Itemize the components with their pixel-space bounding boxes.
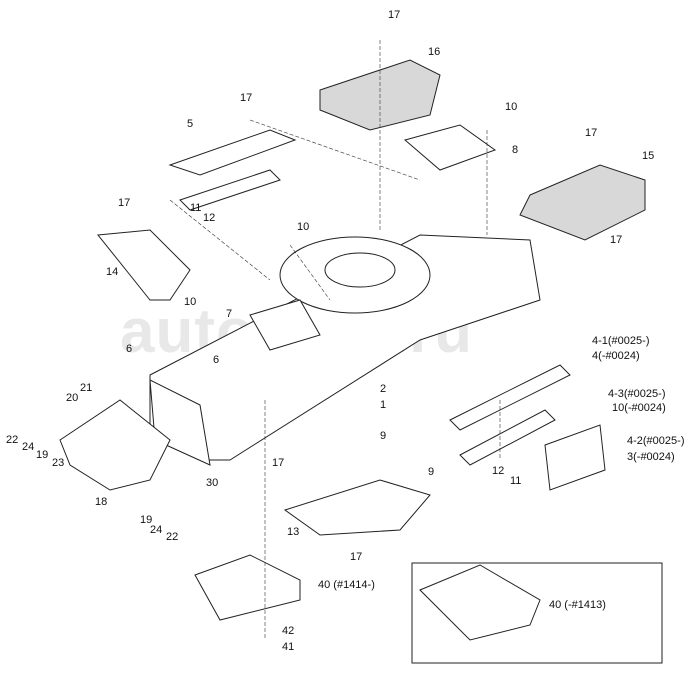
callout-label: 10 <box>297 221 310 233</box>
cover-40-1413 <box>419 564 541 641</box>
inset-box <box>411 562 663 664</box>
callout-label: 41 <box>282 641 295 653</box>
callout-label: 17 <box>350 551 363 563</box>
callout-label: 13 <box>287 526 300 538</box>
callout-label: 15 <box>642 150 655 162</box>
callout-label: 19 <box>140 514 153 526</box>
callout-label: 17 <box>272 457 285 469</box>
callout-label: 11 <box>510 475 522 487</box>
cover-15 <box>519 164 646 241</box>
callout-label: 17 <box>610 234 623 246</box>
callout-label: 40 (#1414-) <box>318 579 375 591</box>
callout-label: 2 <box>380 383 387 395</box>
plate-7 <box>249 299 321 351</box>
callout-label: 24 <box>150 524 163 536</box>
callout-label: 8 <box>512 144 519 156</box>
callout-label: 4-2(#0025-) <box>627 435 685 447</box>
callout-label: 22 <box>166 531 179 543</box>
callout-label: 30 <box>206 477 219 489</box>
callout-label: 11 <box>190 202 202 214</box>
callout-label: 24 <box>22 441 35 453</box>
callout-label: 3(-#0024) <box>627 451 675 463</box>
cover-14 <box>97 229 191 301</box>
callout-label: 1 <box>380 399 387 411</box>
callout-label: 16 <box>428 46 441 58</box>
callout-label: 40 (-#1413) <box>549 599 606 611</box>
callout-label: 21 <box>80 382 93 394</box>
callout-label: 18 <box>95 496 108 508</box>
plate-13 <box>283 479 431 536</box>
step-4-1 <box>449 364 571 431</box>
callout-label: 42 <box>282 625 295 637</box>
callout-label: 4-3(#0025-) <box>608 388 666 400</box>
callout-label: 4(-#0024) <box>592 350 640 362</box>
callout-label: 6 <box>126 343 133 355</box>
callout-label: 7 <box>226 308 233 320</box>
callout-label: 17 <box>118 197 131 209</box>
callout-label: 23 <box>52 457 65 469</box>
callout-label: 17 <box>388 9 401 21</box>
callout-label: 10 <box>184 296 197 308</box>
callout-label: 6 <box>213 354 220 366</box>
guard-18 <box>59 399 171 491</box>
callout-label: 10(-#0024) <box>612 402 666 414</box>
step-4-1-lower <box>459 409 556 466</box>
callout-label: 9 <box>428 466 435 478</box>
callout-label: 12 <box>203 212 216 224</box>
callout-label: 17 <box>585 127 598 139</box>
callout-label: 19 <box>36 449 49 461</box>
callout-label: 10 <box>505 101 518 113</box>
cover-40-1414 <box>194 554 301 621</box>
swing-ring-inner <box>324 252 396 288</box>
callout-label: 22 <box>6 434 19 446</box>
callout-label: 14 <box>106 266 119 278</box>
callout-label: 12 <box>492 465 505 477</box>
box-4-2 <box>544 424 606 491</box>
step-5-lower <box>179 169 281 211</box>
callout-label: 5 <box>187 118 194 130</box>
callout-label: 4-1(#0025-) <box>592 335 650 347</box>
callout-label: 20 <box>66 392 79 404</box>
callout-label: 9 <box>380 430 387 442</box>
cover-8 <box>403 124 497 171</box>
callout-label: 17 <box>240 92 253 104</box>
step-5 <box>168 129 297 176</box>
